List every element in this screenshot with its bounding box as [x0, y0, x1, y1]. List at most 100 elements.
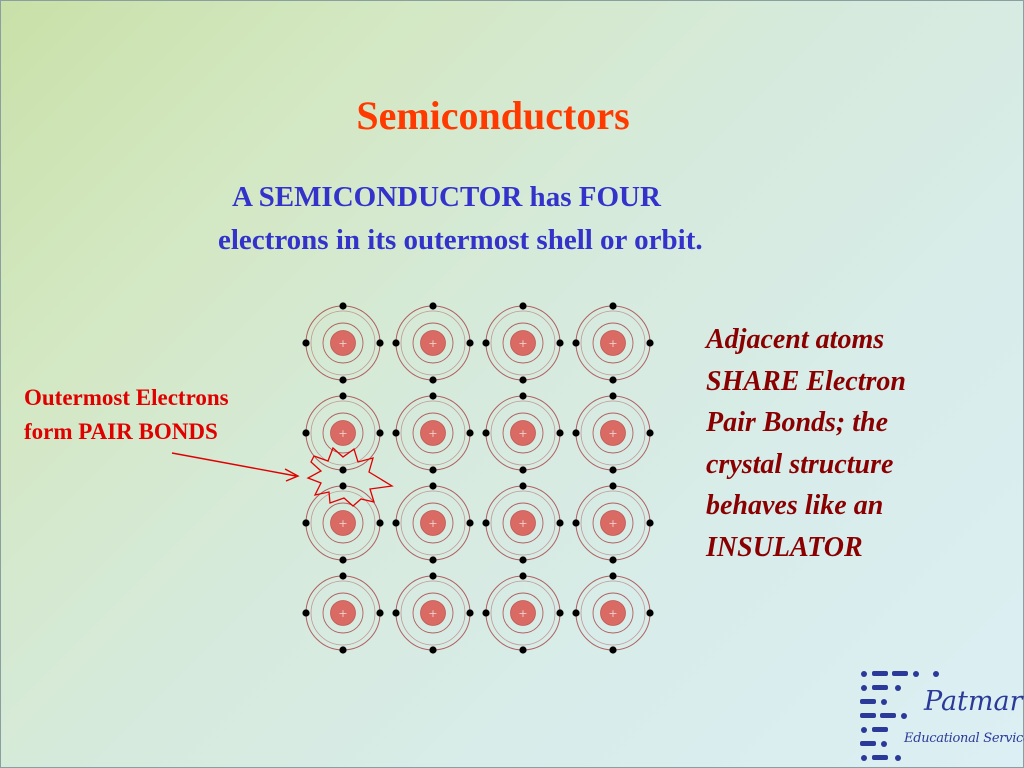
atom-lattice: ++++++++++++++++	[302, 302, 654, 654]
valence-electron	[519, 482, 527, 490]
nucleus	[330, 510, 356, 536]
valence-electron	[519, 646, 527, 654]
nucleus	[330, 330, 356, 356]
outer-orbit-inner-edge	[580, 400, 646, 466]
atom: +	[302, 572, 384, 654]
atom: +	[572, 392, 654, 474]
outer-orbit-inner-edge	[490, 580, 556, 646]
nucleus-symbol: +	[428, 427, 437, 440]
valence-electron	[556, 339, 564, 347]
inner-orbit	[412, 592, 454, 634]
valence-electron	[519, 302, 527, 310]
explanation-line: SHARE Electron	[706, 365, 906, 397]
valence-electron	[429, 482, 437, 490]
outer-orbit-inner-edge	[310, 400, 376, 466]
outer-orbit-inner-edge	[310, 310, 376, 376]
valence-electron	[556, 519, 564, 527]
nucleus-symbol: +	[608, 517, 617, 530]
atom: +	[482, 302, 564, 384]
valence-electron	[376, 429, 384, 437]
pair-bonds-label: Outermost Electrons form PAIR BONDS	[24, 381, 229, 449]
nucleus	[330, 420, 356, 446]
logo-tagline: Educational Services	[904, 731, 1024, 746]
atom: +	[392, 572, 474, 654]
outer-orbit-inner-edge	[400, 580, 466, 646]
nucleus	[510, 600, 536, 626]
outer-orbit-inner-edge	[490, 400, 556, 466]
atom: +	[392, 392, 474, 474]
outer-orbit-inner-edge	[490, 310, 556, 376]
nucleus	[600, 420, 626, 446]
valence-electron	[572, 429, 580, 437]
valence-electron	[609, 646, 617, 654]
valence-electron	[376, 519, 384, 527]
valence-electron	[646, 339, 654, 347]
valence-electron	[302, 429, 310, 437]
valence-electron	[429, 646, 437, 654]
subtitle-line-1: A SEMICONDUCTOR has FOUR	[232, 181, 661, 213]
inner-orbit	[592, 592, 634, 634]
atom: +	[392, 482, 474, 564]
insulator-explanation: Adjacent atoms SHARE Electron Pair Bonds…	[706, 319, 906, 568]
atom: +	[482, 482, 564, 564]
valence-electron	[482, 339, 490, 347]
nucleus-symbol: +	[338, 517, 347, 530]
nucleus	[510, 330, 536, 356]
nucleus-symbol: +	[608, 427, 617, 440]
nucleus-symbol: +	[518, 337, 527, 350]
valence-electron	[339, 392, 347, 400]
valence-electron	[466, 429, 474, 437]
valence-electron	[519, 466, 527, 474]
nucleus	[330, 600, 356, 626]
nucleus	[600, 600, 626, 626]
valence-electron	[466, 609, 474, 617]
valence-electron	[339, 482, 347, 490]
nucleus-symbol: +	[428, 337, 437, 350]
outer-orbit-inner-edge	[400, 490, 466, 556]
inner-orbit	[412, 412, 454, 454]
outer-orbit-inner-edge	[310, 580, 376, 646]
valence-electron	[572, 609, 580, 617]
valence-electron	[429, 392, 437, 400]
valence-electron	[302, 609, 310, 617]
explanation-line: Adjacent atoms	[706, 324, 885, 355]
valence-electron	[572, 519, 580, 527]
outer-orbit-inner-edge	[310, 490, 376, 556]
valence-electron	[466, 339, 474, 347]
atom: +	[572, 302, 654, 384]
inner-orbit	[502, 322, 544, 364]
atom: +	[302, 392, 384, 474]
nucleus-symbol: +	[428, 607, 437, 620]
nucleus-symbol: +	[518, 517, 527, 530]
valence-electron	[392, 429, 400, 437]
inner-orbit	[502, 412, 544, 454]
valence-electron	[466, 519, 474, 527]
pair-bonds-label-line-2: form PAIR BONDS	[24, 419, 218, 444]
inner-orbit	[592, 322, 634, 364]
valence-electron	[609, 482, 617, 490]
valence-electron	[646, 609, 654, 617]
patmar-logo	[860, 671, 939, 761]
valence-electron	[519, 556, 527, 564]
valence-electron	[392, 609, 400, 617]
inner-orbit	[502, 502, 544, 544]
subtitle-line-2: electrons in its outermost shell or orbi…	[218, 224, 703, 256]
explanation-line: Pair Bonds; the	[706, 407, 889, 438]
valence-electron	[556, 609, 564, 617]
nucleus-symbol: +	[608, 337, 617, 350]
valence-electron	[302, 339, 310, 347]
explanation-line: behaves like an	[706, 490, 884, 521]
atom: +	[482, 392, 564, 474]
nucleus	[510, 420, 536, 446]
nucleus-symbol: +	[518, 607, 527, 620]
nucleus-symbol: +	[338, 607, 347, 620]
pair-bond-highlight	[171, 446, 394, 507]
atom: +	[572, 572, 654, 654]
inner-orbit	[322, 502, 364, 544]
valence-electron	[429, 466, 437, 474]
logo-mark-icon	[860, 671, 939, 761]
nucleus-symbol: +	[338, 427, 347, 440]
atom: +	[572, 482, 654, 564]
valence-electron	[302, 519, 310, 527]
nucleus	[510, 510, 536, 536]
